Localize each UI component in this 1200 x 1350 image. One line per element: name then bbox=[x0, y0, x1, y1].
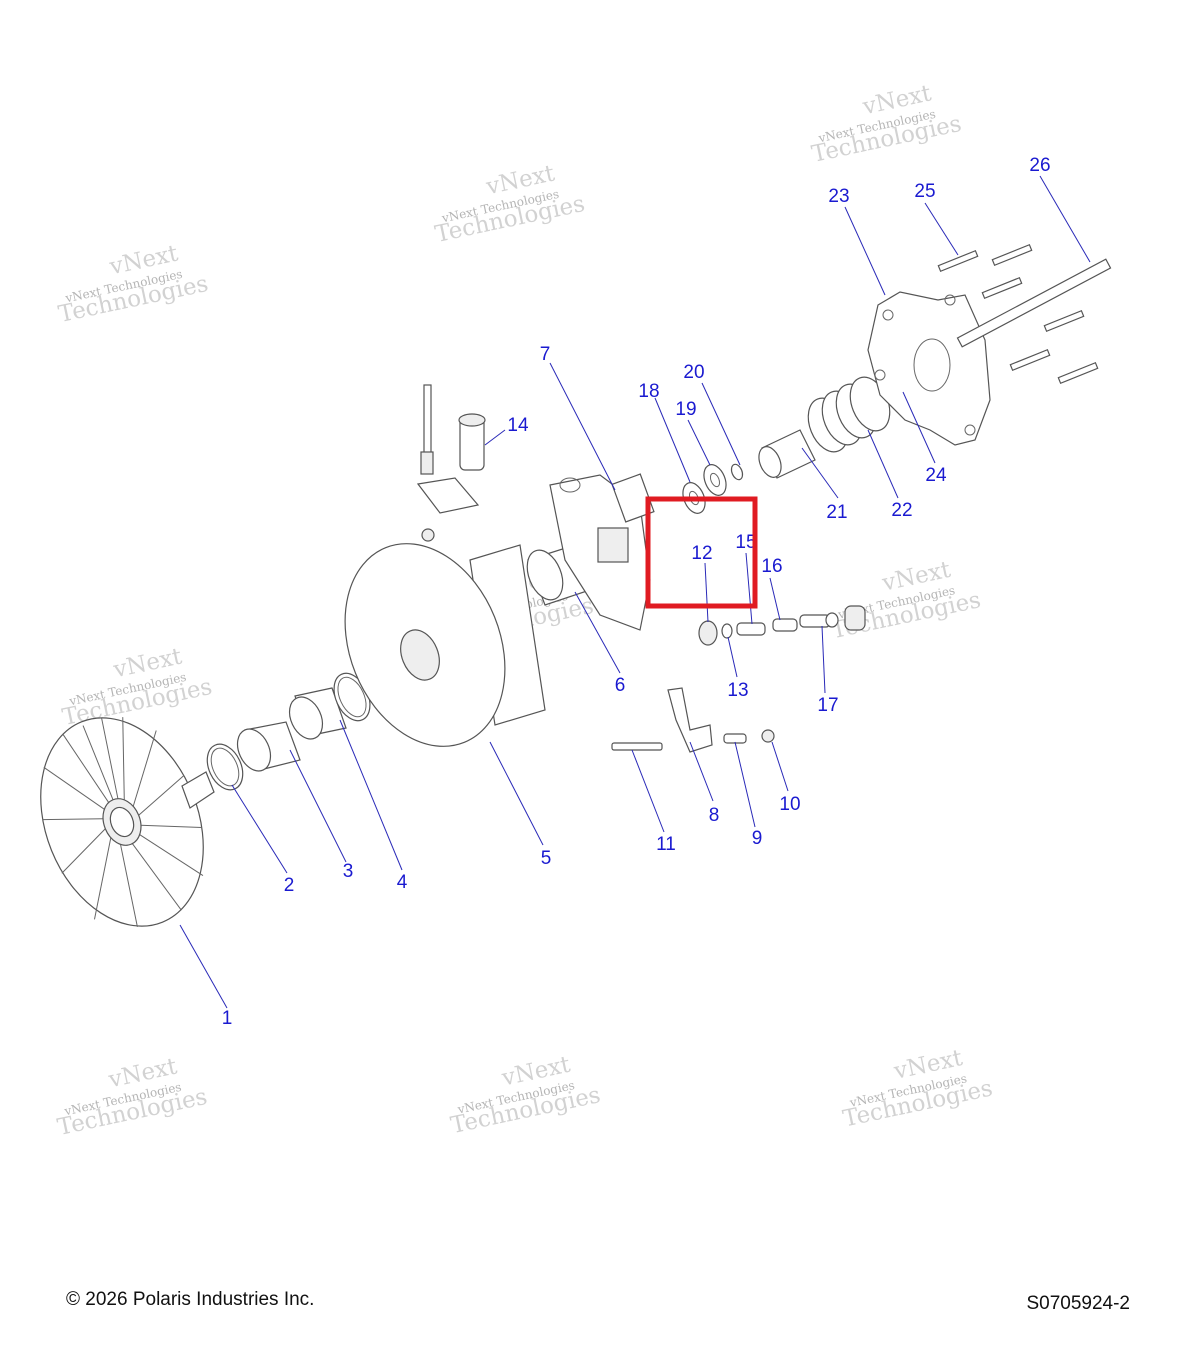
callouts: 1 2 3 4 5 6 7 8 9 10 11 12 13 14 15 16 1… bbox=[222, 155, 1051, 1029]
watermark: vNext vNext Technologies Technologies bbox=[829, 557, 983, 645]
watermarks: vNext vNext Technologies Technologies vN… bbox=[55, 80, 995, 1141]
part-13-washer bbox=[721, 623, 733, 639]
part-20-oring bbox=[730, 463, 744, 481]
part-12-roller bbox=[698, 620, 718, 646]
drawing-number: S0705924-2 bbox=[1026, 1293, 1130, 1314]
callout-4[interactable]: 4 bbox=[397, 872, 408, 893]
callout-21[interactable]: 21 bbox=[826, 502, 847, 523]
part-11-bolt bbox=[611, 742, 663, 751]
highlight-box bbox=[645, 496, 758, 609]
callout-1[interactable]: 1 bbox=[222, 1008, 233, 1029]
callout-23[interactable]: 23 bbox=[828, 186, 849, 207]
part-22-spring bbox=[807, 376, 891, 453]
callout-7[interactable]: 7 bbox=[540, 344, 551, 365]
part-17-bushing bbox=[799, 605, 866, 631]
watermark: vNext vNext Technologies Technologies bbox=[841, 1045, 995, 1133]
watermark: vNext vNext Technologies Technologies bbox=[56, 240, 210, 328]
part-16-bushing bbox=[772, 618, 798, 632]
part-14-roller-assembly bbox=[416, 384, 486, 542]
part-4-bushing bbox=[288, 672, 371, 740]
callout-20[interactable]: 20 bbox=[683, 362, 704, 383]
watermark: vNext vNext Technologies Technologies bbox=[433, 160, 587, 248]
callout-8[interactable]: 8 bbox=[709, 805, 720, 826]
part-9-pin bbox=[723, 733, 747, 744]
callout-18[interactable]: 18 bbox=[638, 381, 659, 402]
part-10-nut bbox=[761, 729, 775, 743]
callout-2[interactable]: 2 bbox=[284, 875, 295, 896]
callout-24[interactable]: 24 bbox=[925, 465, 947, 486]
callout-5[interactable]: 5 bbox=[541, 848, 552, 869]
part-21-sleeve bbox=[758, 429, 816, 479]
part-26-long-bolt bbox=[956, 258, 1112, 348]
part-19-washer bbox=[703, 464, 727, 496]
callout-19[interactable]: 19 bbox=[675, 399, 696, 420]
callout-15[interactable]: 15 bbox=[735, 532, 756, 553]
part-23-cover-plate bbox=[867, 291, 991, 446]
watermark: vNext vNext Technologies Technologies bbox=[448, 1052, 602, 1140]
callout-9[interactable]: 9 bbox=[752, 828, 763, 849]
part-5-movable-sheave bbox=[344, 543, 546, 747]
part-8-weight bbox=[667, 687, 713, 753]
callout-10[interactable]: 10 bbox=[779, 794, 800, 815]
callout-14[interactable]: 14 bbox=[507, 415, 529, 436]
watermark: vNext vNext Technologies Technologies bbox=[55, 1053, 209, 1141]
part-1-fixed-sheave bbox=[40, 717, 215, 927]
callout-17[interactable]: 17 bbox=[817, 695, 838, 716]
callout-11[interactable]: 11 bbox=[656, 834, 676, 855]
callout-16[interactable]: 16 bbox=[761, 556, 782, 577]
callout-13[interactable]: 13 bbox=[727, 680, 748, 701]
watermark: vNext vNext Technologies Technologies bbox=[809, 80, 963, 168]
callout-6[interactable]: 6 bbox=[615, 675, 626, 696]
callout-25[interactable]: 25 bbox=[914, 181, 935, 202]
callout-22[interactable]: 22 bbox=[891, 500, 912, 521]
part-2-ring bbox=[206, 743, 244, 791]
callout-12[interactable]: 12 bbox=[691, 543, 712, 564]
copyright-text: © 2026 Polaris Industries Inc. bbox=[66, 1289, 315, 1310]
callout-3[interactable]: 3 bbox=[343, 861, 354, 882]
callout-26[interactable]: 26 bbox=[1029, 155, 1050, 176]
part-25-bolts bbox=[937, 243, 1099, 385]
part-15-pin bbox=[736, 622, 766, 636]
watermark: vNext vNext Technologies Technologies bbox=[60, 643, 214, 731]
part-3-bushing bbox=[236, 721, 301, 772]
leader-lines bbox=[179, 175, 1091, 1009]
part-7-spider bbox=[549, 473, 655, 631]
